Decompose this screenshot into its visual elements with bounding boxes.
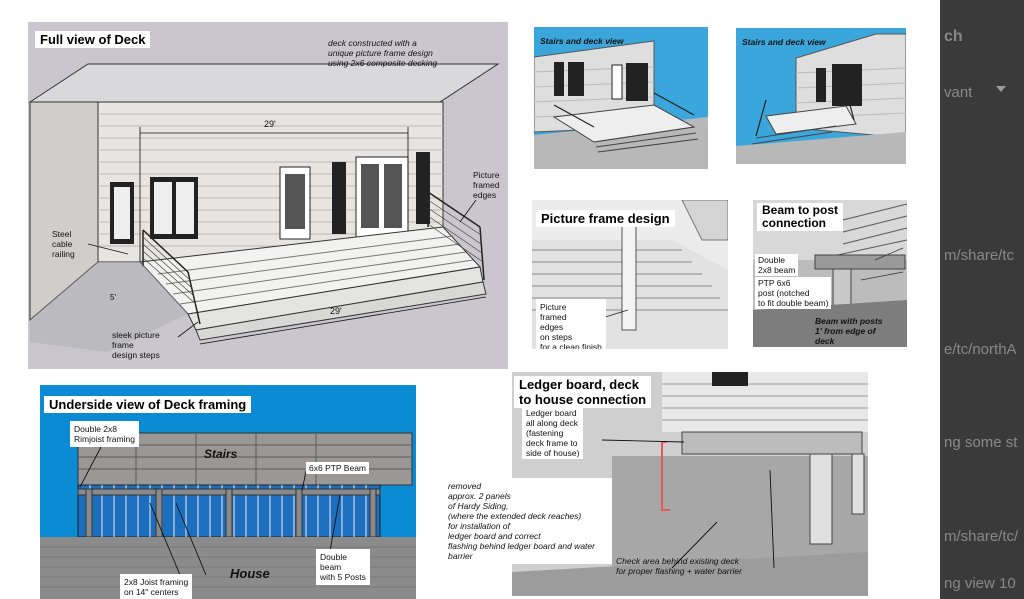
picture-frame-note: Picture framed edges on steps for a clea…	[536, 299, 606, 349]
underside-drawing	[40, 432, 416, 599]
steel-cable-note: Steel cable railing	[52, 229, 75, 259]
sleek-steps-note: sleek picture frame design steps	[112, 330, 160, 360]
beam-post-title: Beam to post connection	[757, 203, 844, 231]
dimension-side: 5'	[110, 293, 116, 302]
full-view-description: deck constructed with a unique picture f…	[328, 38, 438, 68]
picture-frame-panel: Picture frame design Picture framed edge…	[532, 200, 728, 349]
side-text-3: m/share/tc	[944, 247, 1015, 264]
stairs-label: Stairs	[204, 447, 238, 461]
ledger-title: Ledger board, deck to house connection	[514, 376, 652, 408]
beam-posts-note: Beam with posts 1' from edge of deck	[815, 316, 883, 346]
stairs-view-2-title: Stairs and deck view	[742, 37, 826, 47]
check-area-note: Check area behind existing deck for prop…	[616, 556, 742, 576]
underside-panel: Underside view of Deck framing Double 2x…	[40, 385, 416, 599]
side-text-4: e/tc/northA	[944, 341, 1017, 358]
full-view-title: Full view of Deck	[35, 31, 151, 48]
double-beam-note: Double 2x8 beam	[755, 254, 799, 276]
house-label: House	[230, 566, 270, 581]
dimension-top: 29'	[264, 119, 276, 129]
side-text-1: ch	[944, 28, 963, 45]
dimension-bottom: 29'	[330, 306, 342, 316]
stairs-view-1-panel: Stairs and deck view	[534, 27, 708, 169]
side-text-7: ng view 10	[944, 575, 1016, 592]
chevron-down-icon[interactable]	[996, 86, 1006, 92]
side-text-5: ng some st	[944, 434, 1018, 451]
full-view-drawing	[28, 63, 500, 352]
stairs-view-1-drawing	[534, 40, 708, 169]
underside-title: Underside view of Deck framing	[44, 396, 252, 413]
beam-post-panel: Beam to post connection Double 2x8 beam …	[753, 200, 907, 347]
post-note: PTP 6x6 post (notched to fit double beam…	[755, 277, 832, 309]
removed-siding-note: removed approx. 2 panels of Hardy Siding…	[444, 478, 612, 564]
deck-plan-image: Full view of Deck deck constructed with …	[28, 22, 907, 599]
full-view-panel: Full view of Deck deck constructed with …	[28, 22, 508, 369]
joist-note: 2x8 Joist framing on 14" centers	[120, 574, 193, 599]
stairs-view-1-title: Stairs and deck view	[540, 36, 624, 46]
stairs-view-2-panel: Stairs and deck view	[736, 28, 906, 164]
side-text-2: vant	[944, 84, 973, 101]
ptp-beam-note: 6x6 PTP Beam	[306, 462, 370, 474]
picture-framed-edges-note: Picture framed edges	[473, 170, 500, 200]
side-panel: ch vant m/share/tc e/tc/northA ng some s…	[940, 0, 1024, 599]
double-beam-posts-note: Double beam with 5 Posts	[316, 549, 370, 585]
picture-frame-title: Picture frame design	[536, 210, 675, 227]
ledger-board-note: Ledger board all along deck (fastening d…	[522, 407, 584, 459]
stairs-view-2-drawing	[736, 33, 906, 164]
rimjoist-note: Double 2x8 Rimjoist framing	[70, 421, 139, 447]
side-text-6: m/share/tc/	[944, 528, 1019, 545]
